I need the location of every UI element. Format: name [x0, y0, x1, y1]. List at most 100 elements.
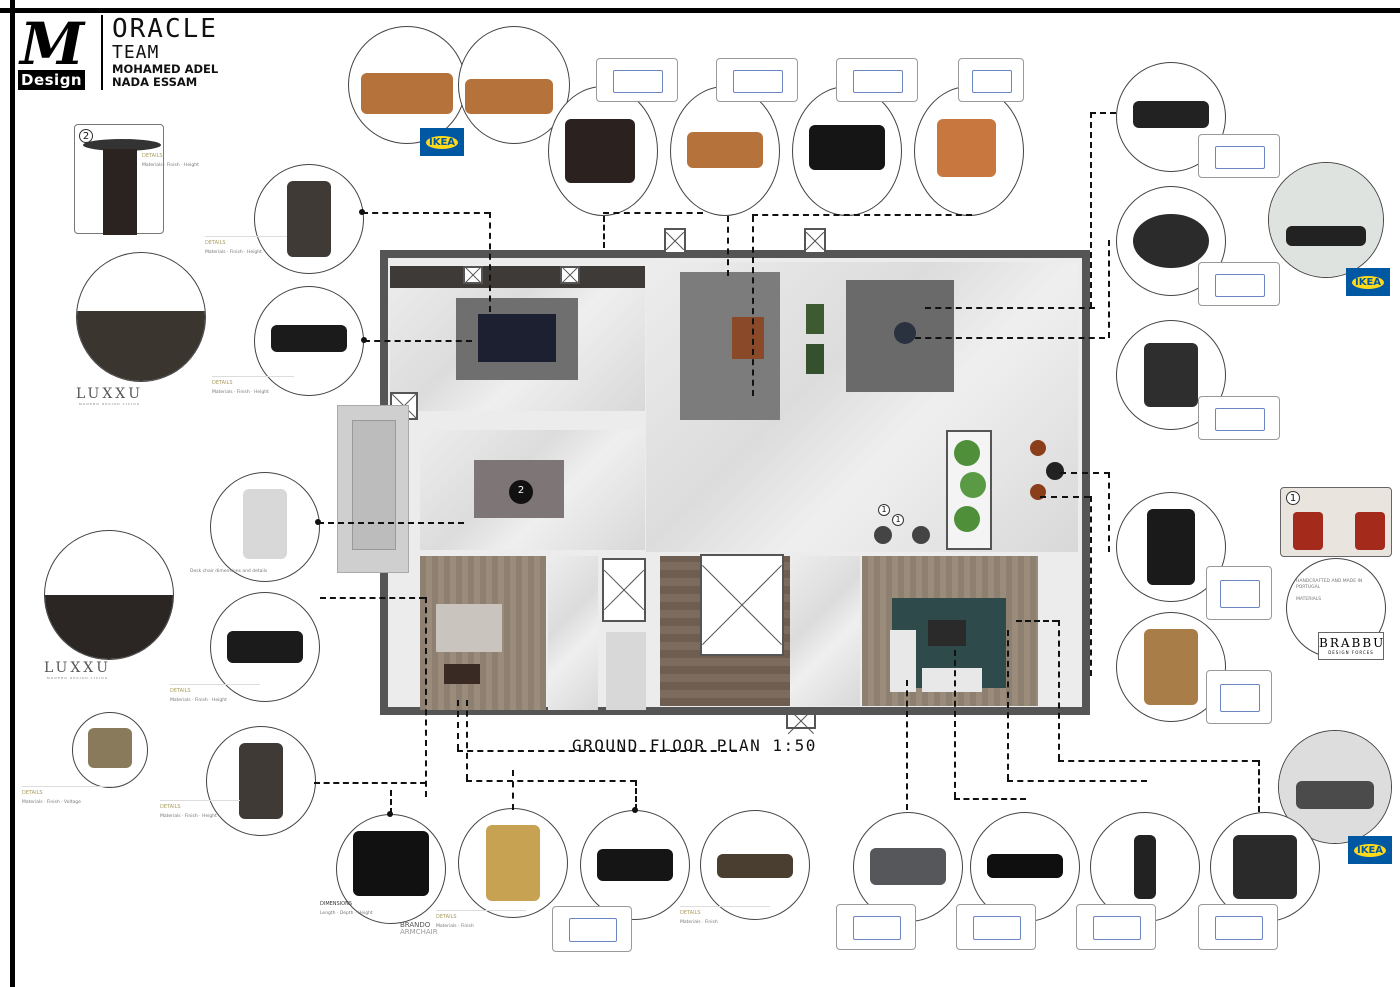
- dining-chair-2-callout[interactable]: [206, 726, 316, 836]
- leader-line: [727, 216, 729, 276]
- indoor-garden: [946, 430, 992, 550]
- gold-side-table-callout[interactable]: [458, 808, 568, 918]
- hall-corridor: [790, 556, 860, 706]
- plan-title: GROUND FLOOR PLAN 1:50: [572, 736, 817, 755]
- marker-1-plan: 1: [878, 504, 890, 516]
- sofa-spec: [716, 58, 798, 102]
- leader-line: [603, 212, 703, 214]
- entrance-steps: [337, 405, 409, 573]
- grey-armchair-callout[interactable]: [1210, 812, 1320, 922]
- leader-line: [1258, 760, 1260, 812]
- leader-line: [320, 597, 425, 599]
- marble-coffee-table-callout[interactable]: [700, 810, 810, 920]
- desk-callout[interactable]: [210, 592, 320, 702]
- leader-line: [1058, 760, 1258, 762]
- ikea-logo: IKEA: [1348, 836, 1392, 864]
- leader-line: [752, 214, 972, 216]
- leader-line: [364, 340, 472, 342]
- stair-void: [700, 554, 784, 656]
- leader-line: [466, 700, 468, 780]
- marker-2-plan: 2: [509, 480, 533, 504]
- nesting-tables-spec: [596, 58, 678, 102]
- leader-dot: [387, 811, 393, 817]
- black-side-table-callout[interactable]: [1116, 492, 1226, 602]
- frame-top-border: [0, 8, 1400, 13]
- living-rug: [680, 272, 780, 420]
- team-members: MOHAMED ADEL NADA ESSAM: [112, 63, 218, 89]
- logo-mark: M: [20, 10, 85, 78]
- coffee-table-callout[interactable]: [792, 86, 902, 216]
- leader-line: [1090, 496, 1092, 676]
- leader-line: [314, 782, 426, 784]
- office: [420, 556, 546, 710]
- leader-dot: [361, 337, 367, 343]
- frame-left-border: [10, 0, 15, 987]
- leader-line: [1108, 240, 1110, 338]
- leader-dot: [359, 209, 365, 215]
- leather-sofa-callout[interactable]: [580, 810, 690, 920]
- leader-line: [752, 216, 754, 396]
- leader-line: [1090, 112, 1092, 308]
- ikea-logo: IKEA: [1346, 268, 1390, 296]
- leader-line: [466, 780, 636, 782]
- black-coffee-table-spec: [956, 904, 1036, 950]
- team-subtitle: TEAM: [112, 42, 160, 63]
- mood-photo-office: [44, 530, 174, 660]
- office-chair-callout[interactable]: [210, 472, 320, 582]
- leader-line: [925, 307, 1095, 309]
- dining-chair-callout[interactable]: [254, 164, 364, 274]
- shaft: [602, 558, 646, 622]
- leader-line: [954, 650, 956, 798]
- round-coffee-table-callout[interactable]: [1116, 186, 1226, 296]
- dining-room: [390, 266, 645, 411]
- armchair-tan-callout[interactable]: [914, 86, 1024, 216]
- column-marker: [786, 713, 816, 729]
- grey-armchair-spec: [1198, 904, 1278, 950]
- column-marker: [560, 266, 580, 284]
- nesting-tables-callout[interactable]: [548, 86, 658, 216]
- marker-1-plan: 1: [892, 514, 904, 526]
- black-side-table-spec: [1206, 566, 1272, 620]
- leader-line: [457, 750, 737, 752]
- wc: [606, 632, 646, 710]
- leader-line: [390, 790, 392, 814]
- coffee-table-spec: [836, 58, 918, 102]
- leader-line: [457, 700, 459, 750]
- marker-1: 1: [1286, 491, 1300, 505]
- sofa-callout[interactable]: [670, 86, 780, 216]
- mood-photo-armchair-ottoman: [458, 26, 570, 144]
- leader-line: [1060, 472, 1110, 474]
- wood-coffee-table-plan[interactable]: [732, 317, 764, 359]
- leader-line: [1090, 112, 1116, 114]
- dining-table-plan[interactable]: [478, 314, 556, 362]
- laptop-stand-callout[interactable]: [1090, 812, 1200, 922]
- leader-line: [489, 212, 491, 312]
- round-side-table-spec: [1198, 396, 1280, 440]
- mood-photo-leather-chair: [348, 26, 466, 144]
- chaise-sofa-spec: [836, 904, 916, 950]
- round-table-plan[interactable]: [894, 322, 916, 344]
- black-coffee-table-callout[interactable]: [970, 812, 1080, 922]
- leader-line: [906, 680, 908, 810]
- mood-photo-dining-room: [76, 252, 206, 382]
- chandelier-callout[interactable]: [72, 712, 148, 788]
- leader-line: [603, 216, 605, 248]
- design-logo: M Design: [18, 10, 93, 90]
- leader-line: [635, 780, 637, 810]
- leader-line: [1007, 780, 1147, 782]
- leader-line: [362, 212, 490, 214]
- rattan-chair-spec: [1206, 670, 1272, 724]
- brando-armchair-callout[interactable]: [336, 814, 446, 924]
- column-marker: [664, 228, 686, 254]
- chaise-sofa-callout[interactable]: [853, 812, 963, 922]
